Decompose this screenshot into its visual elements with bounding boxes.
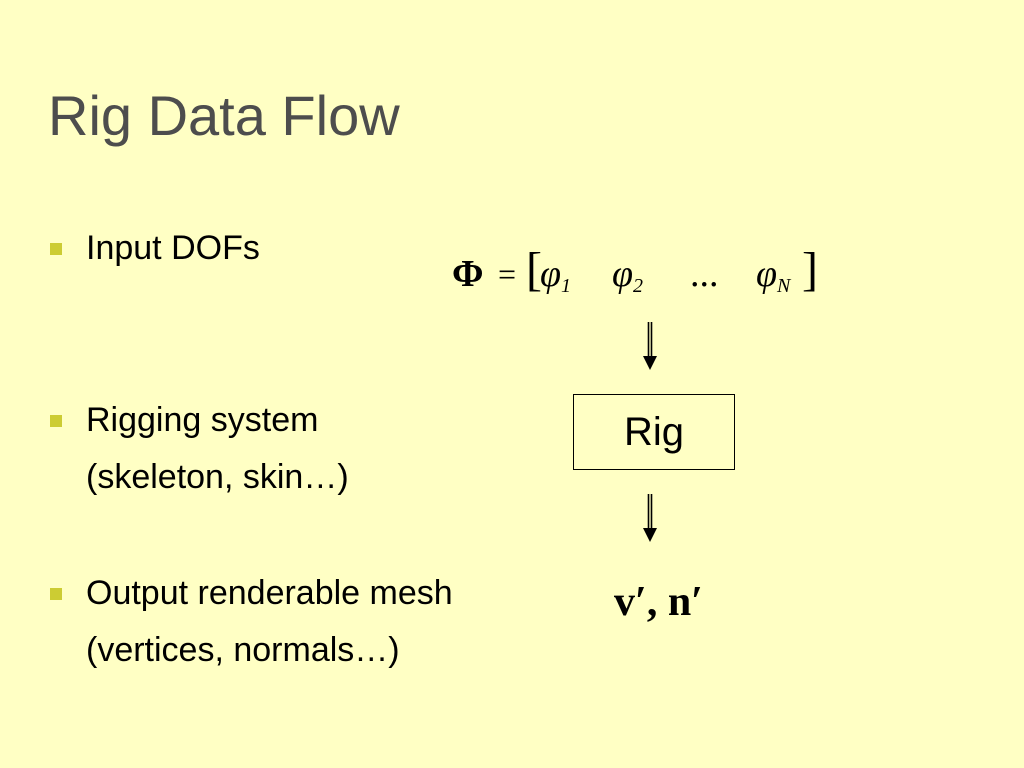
output-vectors: v′, n′ — [614, 579, 703, 625]
bullet-output-mesh: Output renderable mesh (vertices, normal… — [86, 565, 453, 679]
phi-symbol: φ — [756, 253, 778, 295]
arrow-down-icon — [643, 494, 657, 542]
dof-equation: Φ = [ φ1 φ2 ... φN ] — [452, 243, 832, 306]
close-bracket: ] — [802, 243, 818, 296]
bullet-line: Input DOFs — [86, 229, 260, 267]
phi-vector-symbol: Φ — [452, 253, 484, 295]
phi-n: φN — [756, 246, 790, 314]
bullet-input-dofs: Input DOFs — [86, 220, 260, 277]
phi-subscript: N — [777, 275, 791, 297]
bullet-line: Rigging system — [86, 401, 319, 439]
bullet-marker — [50, 415, 62, 427]
bullet-marker — [50, 588, 62, 600]
bullet-marker — [50, 243, 62, 255]
bullet-line: Output renderable mesh — [86, 574, 453, 612]
phi-1: φ1 — [540, 246, 571, 314]
rig-box: Rig — [573, 394, 735, 470]
slide-title: Rig Data Flow — [48, 84, 400, 147]
phi-symbol: φ — [540, 253, 562, 295]
bullet-line: (vertices, normals…) — [86, 631, 400, 669]
phi-2: φ2 — [612, 246, 643, 314]
bullet-line: (skeleton, skin…) — [86, 458, 349, 496]
ellipsis: ... — [690, 253, 719, 295]
bullet-rigging-system: Rigging system (skeleton, skin…) — [86, 392, 349, 506]
phi-symbol: φ — [612, 253, 634, 295]
arrow-down-icon — [643, 322, 657, 370]
phi-subscript: 1 — [561, 275, 572, 297]
phi-subscript: 2 — [633, 275, 644, 297]
open-bracket: [ — [526, 243, 542, 296]
rig-label: Rig — [623, 410, 685, 454]
equals-sign: = — [498, 256, 517, 292]
